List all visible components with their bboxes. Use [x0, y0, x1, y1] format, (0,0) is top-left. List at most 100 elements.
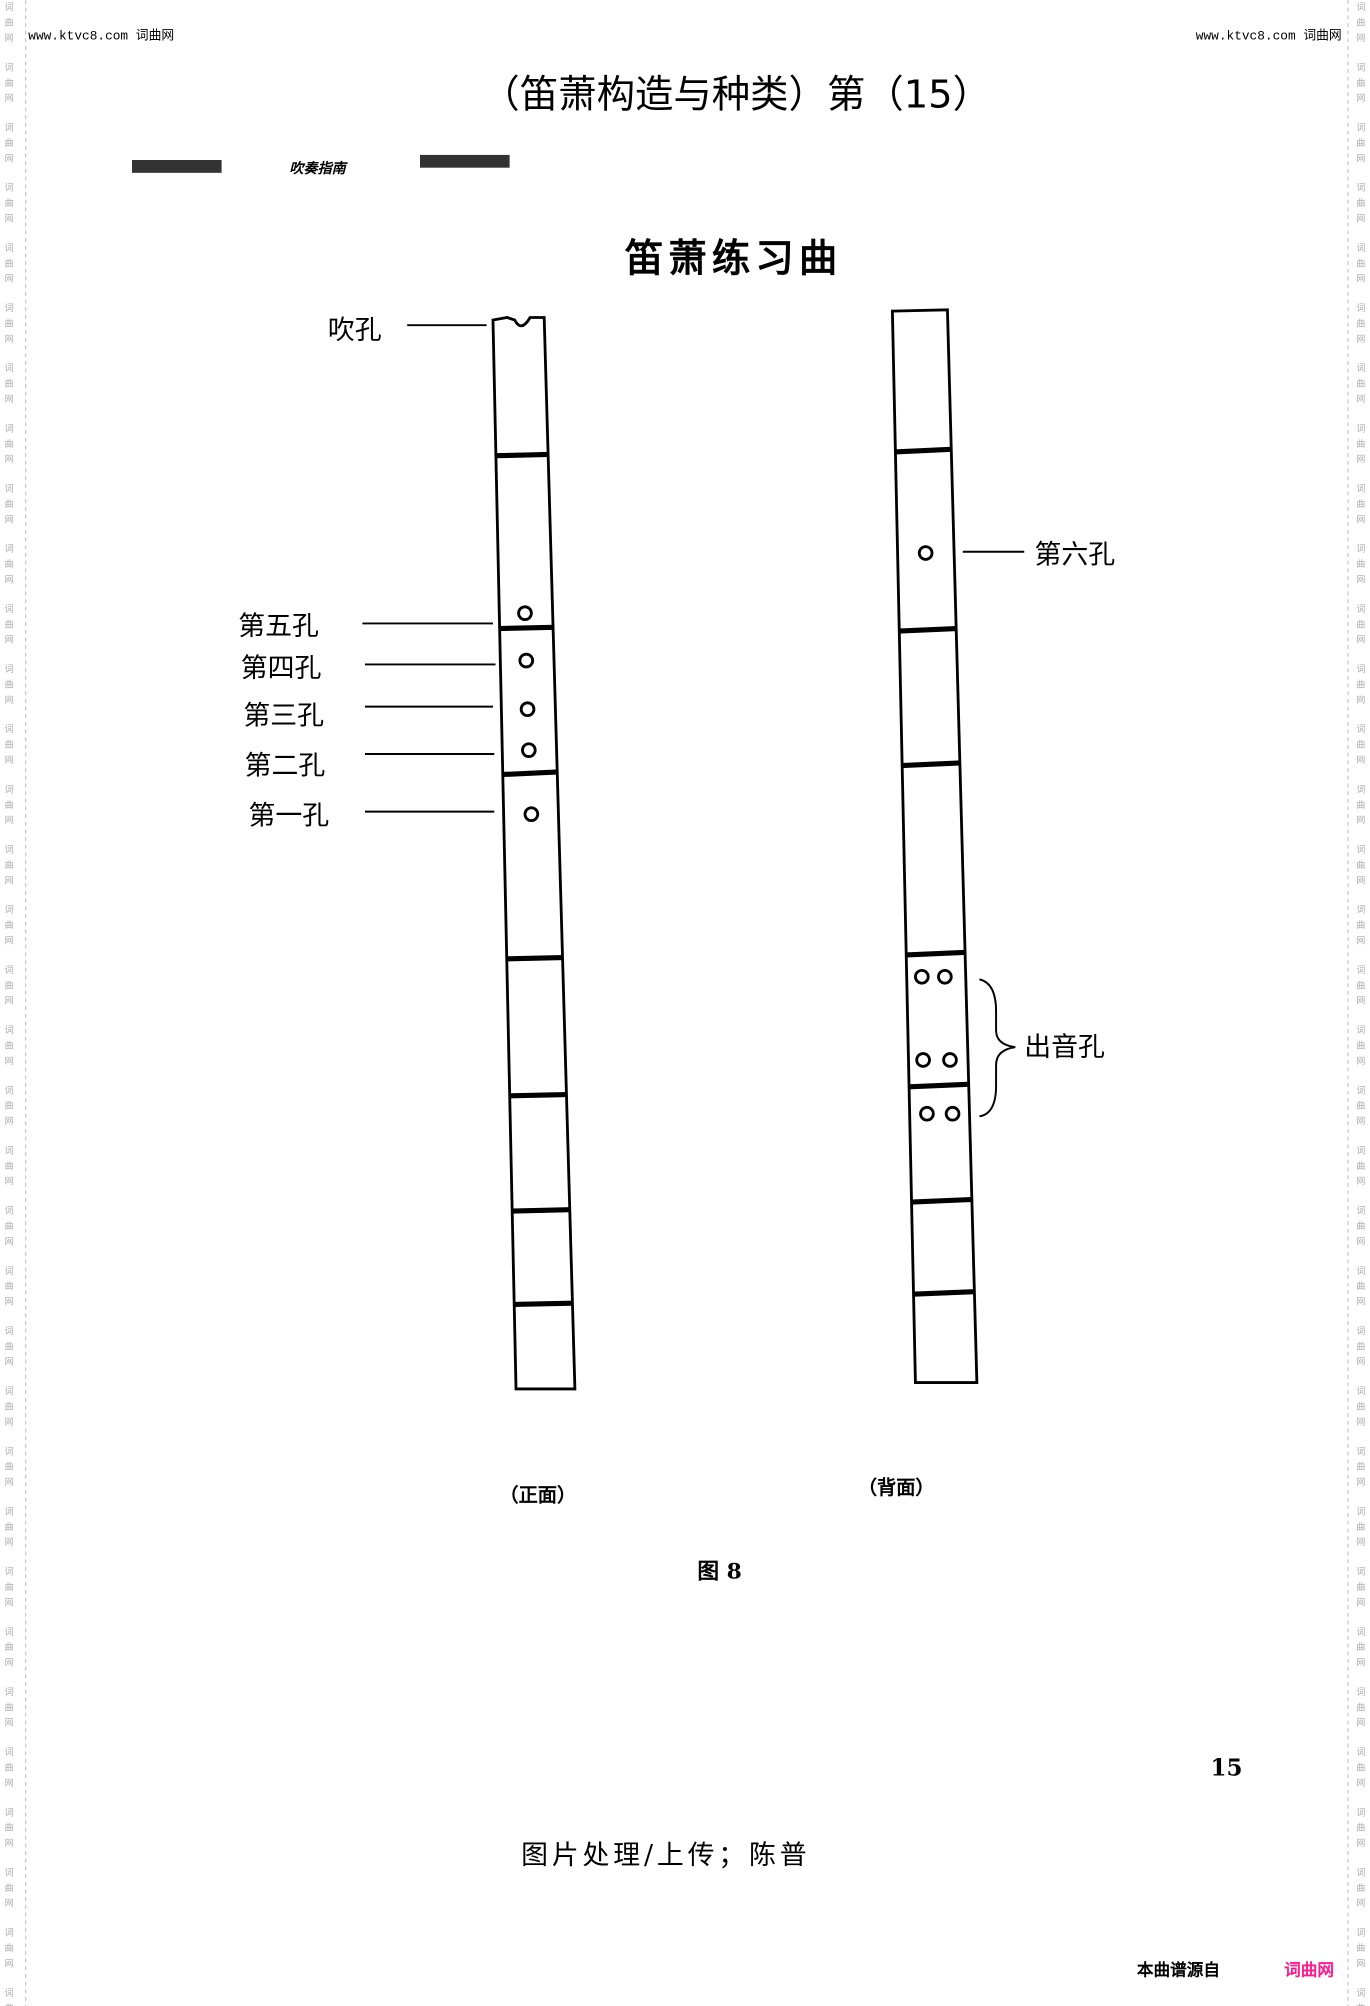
- watermark-char: 网: [5, 1718, 14, 1729]
- watermark-char: 网: [1356, 815, 1365, 826]
- watermark-char: 曲: [5, 1943, 14, 1954]
- watermark-char: 网: [5, 755, 14, 766]
- watermark-char: 网: [1356, 153, 1365, 164]
- watermark-char: 曲: [1356, 1040, 1365, 1051]
- watermark-char: 网: [5, 695, 14, 706]
- credit-line: 图片处理/上传；陈普: [521, 1840, 810, 1871]
- label-blow-hole: 吹孔: [328, 315, 382, 346]
- watermark-char: 曲: [5, 980, 14, 991]
- watermark-char: 词: [1356, 363, 1365, 374]
- watermark-char: 网: [5, 1417, 14, 1428]
- caption-front: （正面）: [499, 1484, 576, 1507]
- watermark-char: 词: [1356, 423, 1365, 434]
- watermark-char: 网: [5, 1898, 14, 1909]
- watermark-char: 词: [1356, 1145, 1365, 1156]
- watermark-char: 网: [5, 1116, 14, 1127]
- watermark-char: 网: [1356, 213, 1365, 224]
- watermark-char: 词: [1356, 604, 1365, 615]
- watermark-char: 网: [1356, 93, 1365, 104]
- watermark-char: 网: [5, 996, 14, 1007]
- watermark-char: 曲: [5, 740, 14, 751]
- watermark-char: 曲: [5, 1522, 14, 1533]
- watermark-char: 曲: [1356, 318, 1365, 329]
- watermark-char: 曲: [5, 679, 14, 690]
- watermark-char: 词: [5, 1386, 14, 1397]
- watermark-char: 网: [5, 1838, 14, 1849]
- watermark-char: 网: [5, 1176, 14, 1187]
- watermark-char: 词: [5, 724, 14, 735]
- watermark-char: 曲: [1356, 740, 1365, 751]
- watermark-char: 网: [1356, 1116, 1365, 1127]
- watermark-char: 网: [1356, 635, 1365, 646]
- watermark-char: 曲: [5, 1642, 14, 1653]
- watermark-char: 曲: [5, 619, 14, 630]
- watermark-char: 网: [5, 1597, 14, 1608]
- watermark-char: 词: [1356, 1567, 1365, 1578]
- watermark-char: 词: [1356, 724, 1365, 735]
- page-number: 15: [1210, 1755, 1242, 1782]
- watermark-char: 曲: [1356, 78, 1365, 89]
- watermark-char: 词: [1356, 544, 1365, 555]
- watermark-char: 曲: [1356, 1281, 1365, 1292]
- label-hole-1: 第一孔: [248, 800, 329, 831]
- site-link-right[interactable]: www.ktvc8.com 词曲网: [1196, 29, 1342, 44]
- watermark-char: 网: [5, 213, 14, 224]
- watermark-char: 网: [5, 514, 14, 525]
- watermark-char: 曲: [1356, 1823, 1365, 1834]
- site-link-left[interactable]: www.ktvc8.com 词曲网: [28, 29, 174, 44]
- watermark-char: 词: [5, 965, 14, 976]
- watermark-char: 网: [5, 33, 14, 44]
- book-section-header: 吹奏指南: [131, 154, 510, 177]
- watermark-char: 词: [1356, 905, 1365, 916]
- watermark-char: 词: [5, 1506, 14, 1517]
- footer-source-link[interactable]: 词曲网: [1284, 1960, 1334, 1979]
- watermark-char: 词: [1356, 1085, 1365, 1096]
- label-hole-6: 第六孔: [1034, 539, 1115, 570]
- watermark-char: 词: [5, 1145, 14, 1156]
- caption-back: （背面）: [858, 1476, 935, 1499]
- watermark-char: 词: [1356, 1687, 1365, 1698]
- watermark-char: 曲: [1356, 980, 1365, 991]
- watermark-char: 词: [1356, 1025, 1365, 1036]
- watermark-char: 曲: [5, 1823, 14, 1834]
- watermark-char: 网: [5, 935, 14, 946]
- watermark-char: 网: [1356, 574, 1365, 585]
- watermark-char: 词: [1356, 1627, 1365, 1638]
- watermark-char: 词: [5, 243, 14, 254]
- watermark-char: 曲: [5, 18, 14, 29]
- watermark-char: 网: [1356, 1357, 1365, 1368]
- watermark-char: 曲: [5, 138, 14, 149]
- watermark-char: 曲: [5, 318, 14, 329]
- label-hole-3: 第三孔: [243, 701, 324, 732]
- watermark-char: 曲: [5, 1462, 14, 1473]
- watermark-char: 曲: [5, 860, 14, 871]
- watermark-char: 词: [1356, 1988, 1365, 1999]
- watermark-char: 词: [5, 183, 14, 194]
- watermark-char: 词: [5, 1928, 14, 1939]
- watermark-char: 词: [1356, 484, 1365, 495]
- watermark-char: 词: [5, 664, 14, 675]
- watermark-char: 网: [1356, 1537, 1365, 1548]
- watermark-char: 网: [5, 1236, 14, 1247]
- watermark-char: 网: [1356, 1898, 1365, 1909]
- watermark-char: 曲: [5, 1040, 14, 1051]
- watermark-char: 曲: [5, 1281, 14, 1292]
- finger-holes-front: [517, 605, 540, 822]
- watermark-char: 曲: [5, 499, 14, 510]
- watermark-char: 词: [5, 1807, 14, 1818]
- watermark-char: 网: [5, 1056, 14, 1067]
- watermark-char: 词: [5, 1988, 14, 1999]
- watermark-char: 网: [1356, 1657, 1365, 1668]
- label-hole-2: 第二孔: [245, 750, 326, 781]
- watermark-char: 词: [5, 484, 14, 495]
- label-hole-5: 第五孔: [238, 611, 319, 642]
- watermark-char: 网: [1356, 1718, 1365, 1729]
- watermark-char: 词: [5, 123, 14, 134]
- holes-back: [914, 545, 961, 1122]
- watermark-char: 词: [1356, 1867, 1365, 1878]
- watermark-char: 曲: [1356, 1762, 1365, 1773]
- watermark-char: 词: [5, 544, 14, 555]
- watermark-char: 网: [5, 1477, 14, 1488]
- watermark-char: 曲: [5, 379, 14, 390]
- watermark-char: 曲: [1356, 860, 1365, 871]
